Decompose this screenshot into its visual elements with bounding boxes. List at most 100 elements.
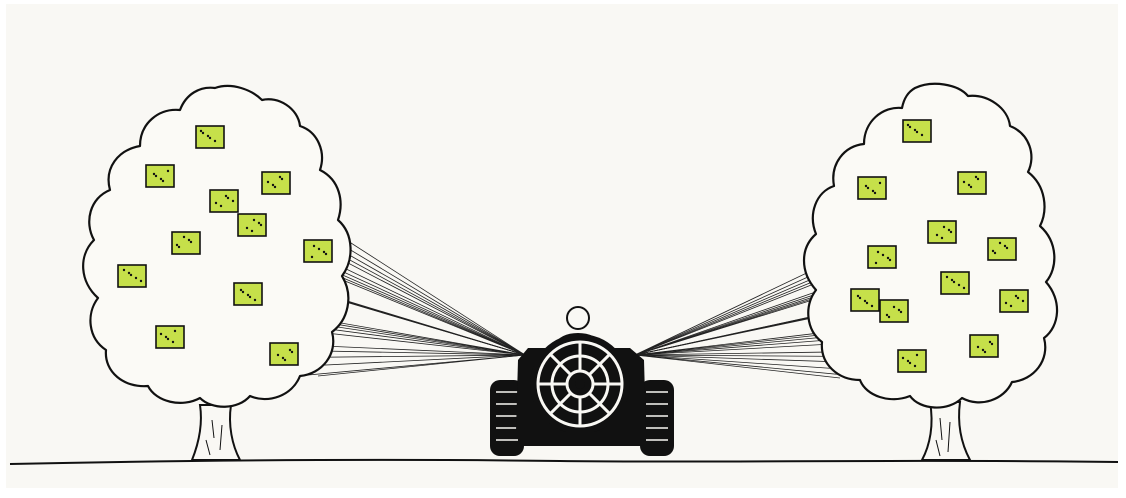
spray-droplet [220,205,222,207]
spray-droplet [281,178,283,180]
spray-droplet [207,135,209,137]
spray-droplet [907,124,909,126]
spray-droplet [240,289,242,291]
spray-droplet [977,178,979,180]
target-card-right-5 [988,238,1016,260]
spray-droplet [225,195,227,197]
tree-right [804,84,1057,460]
spray-droplet [898,309,900,311]
spray-droplet [916,131,918,133]
spray-droplet [162,180,164,182]
spray-droplet [916,354,918,356]
spray-droplet [323,251,325,253]
spray-droplet [325,253,327,255]
spray-droplet [272,184,274,186]
spray-droplet [284,359,286,361]
spray-droplet [991,343,993,345]
spray-droplet [289,349,291,351]
spray-droplet [887,257,889,259]
spray-droplet [859,297,861,299]
spray-droplet [900,311,902,313]
spray-droplet [984,351,986,353]
spray-droplet [989,341,991,343]
target-card-right-2 [858,177,886,199]
spray-droplet [1017,297,1019,299]
spray-droplet [921,134,923,136]
target-card-left-7 [118,265,146,287]
spray-droplet [254,299,256,301]
target-card-left-10 [270,343,298,365]
spray-droplet [893,306,895,308]
spray-droplet [249,296,251,298]
spray-droplet [877,251,879,253]
spray-droplet [948,229,950,231]
spray-droplet [165,336,167,338]
spray-droplet [875,262,877,264]
spray-droplet [857,295,859,297]
spray-droplet [277,354,279,356]
spray-droplet [313,245,315,247]
spray-droplet [167,170,169,172]
spray-droplet [914,365,916,367]
spray-droplet [871,305,873,307]
spray-droplet [167,338,169,340]
spray-droplet [941,237,943,239]
spray-droplet [1005,302,1007,304]
spray-droplet [318,248,320,250]
spray-droplet [1022,300,1024,302]
spray-droplet [865,185,867,187]
tree-right-trunk [922,402,970,460]
target-card-right-9 [898,350,926,372]
spray-droplet [963,287,965,289]
spray-droplet [936,234,938,236]
spray-droplet [943,226,945,228]
spray-droplet [274,186,276,188]
spray-droplet [914,129,916,131]
spray-droplet [958,284,960,286]
target-card-right-12 [880,300,908,322]
spray-droplet [279,176,281,178]
spray-droplet [866,302,868,304]
target-card-left-2 [146,165,174,187]
spray-droplet [258,222,260,224]
target-card-right-7 [941,272,969,294]
spray-droplet [140,280,142,282]
spray-droplet [282,357,284,359]
spray-droplet [253,219,255,221]
sprayer-tractor [490,307,674,456]
spray-droplet [172,341,174,343]
spray-droplet [909,126,911,128]
spray-droplet [1010,305,1012,307]
spray-droplet [155,175,157,177]
spray-droplet [1004,245,1006,247]
spray-droplet [963,181,965,183]
spray-droplet [311,256,313,258]
spray-droplet [953,281,955,283]
spray-droplet [889,259,891,261]
spray-droplet [215,202,217,204]
spray-droplet [291,351,293,353]
spray-droplet [886,314,888,316]
spray-droplet [135,277,137,279]
spray-droplet [128,272,130,274]
spray-droplet [968,184,970,186]
spray-droplet [174,330,176,332]
tree-left-trunk [192,405,240,460]
spray-droplet [907,360,909,362]
spray-droplet [251,230,253,232]
spray-droplet [864,300,866,302]
spray-droplet [999,242,1001,244]
target-card-left-3 [262,172,290,194]
spray-droplet [246,227,248,229]
target-card-right-6 [868,246,896,268]
spray-droplet [1006,247,1008,249]
spray-droplet [951,279,953,281]
spray-droplet [977,346,979,348]
spray-droplet [867,187,869,189]
spray-droplet [872,190,874,192]
tree-left [83,86,350,460]
spray-droplet [160,178,162,180]
spray-droplet [994,252,996,254]
